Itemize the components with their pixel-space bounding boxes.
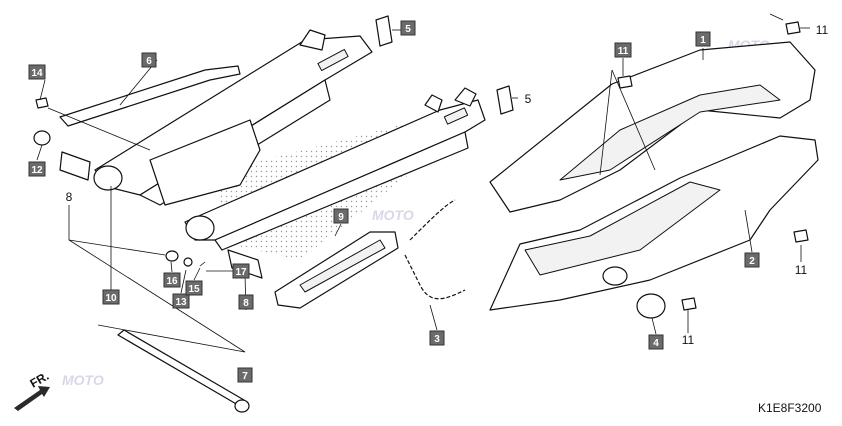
diagram-code: K1E8F3200: [758, 401, 822, 415]
clip-lower: [496, 85, 514, 115]
callout-number: 11: [682, 333, 695, 347]
callout-16: 16: [163, 272, 181, 288]
callout-box: [185, 280, 203, 296]
callout-1: 1: [695, 31, 711, 47]
callout-7: 7: [237, 367, 253, 383]
callout-5: 5: [525, 92, 532, 106]
pin: [199, 261, 206, 267]
callout-number: 8: [66, 190, 73, 204]
callout-number: 11: [816, 23, 829, 37]
callout-box: [232, 263, 250, 279]
swingarm: [93, 29, 486, 251]
callout-number: 3: [434, 334, 440, 345]
callout-box: [28, 161, 46, 177]
callout-number: 11: [795, 263, 808, 277]
callout-13: 13: [172, 293, 190, 309]
callout-11: 11: [614, 42, 632, 58]
callout-box: [429, 330, 445, 346]
callout-number: 5: [525, 92, 532, 106]
callout-box: [237, 367, 253, 383]
callout-number: 11: [618, 46, 629, 57]
callout-6: 6: [141, 52, 157, 68]
callout-number: 6: [146, 56, 152, 67]
callout-9: 9: [333, 208, 349, 224]
callout-box: [172, 293, 190, 309]
callout-8: 8: [238, 294, 254, 310]
callout-number: 8: [243, 298, 249, 309]
callout-11: 11: [816, 23, 829, 37]
callout-8: 8: [66, 190, 73, 204]
watermark-text: MOTO: [62, 372, 104, 388]
drive-chain: [404, 199, 466, 300]
callout-box: [614, 42, 632, 58]
plug-cap: [636, 293, 666, 319]
callout-15: 15: [185, 280, 203, 296]
callout-box: [28, 64, 46, 80]
callout-number: 13: [175, 297, 187, 308]
callout-box: [102, 289, 120, 305]
callout-box: [141, 52, 157, 68]
callout-box: [163, 272, 181, 288]
callout-number: 10: [105, 293, 117, 304]
callout-number: 1: [700, 35, 706, 46]
callout-17: 17: [232, 263, 250, 279]
brace-stay: [59, 65, 241, 127]
callout-number: 17: [235, 267, 247, 278]
bolt-11: [793, 229, 809, 243]
callout-number: 4: [653, 338, 659, 349]
callout-number: 2: [749, 256, 755, 267]
pivot-bolt: [117, 329, 245, 406]
bolt-11: [785, 21, 801, 35]
callout-box: [744, 252, 760, 268]
bolt-14: [35, 97, 49, 109]
callout-number: 12: [31, 165, 43, 176]
callout-box: [238, 294, 254, 310]
nut: [183, 257, 193, 267]
callout-box: [400, 20, 416, 36]
pivot-bushing: [59, 151, 91, 181]
callout-number: 15: [188, 284, 200, 295]
callout-14: 14: [28, 64, 46, 80]
callout-box: [333, 208, 349, 224]
callout-2: 2: [744, 252, 760, 268]
bolt-11: [617, 75, 633, 89]
callout-box: [648, 334, 664, 350]
callout-box: [695, 31, 711, 47]
callout-3: 3: [429, 330, 445, 346]
callout-12: 12: [28, 161, 46, 177]
callout-number: 9: [338, 212, 344, 223]
front-arrow-icon: [14, 386, 50, 411]
washer: [165, 250, 179, 262]
callout-4: 4: [648, 334, 664, 350]
callout-5: 5: [400, 20, 416, 36]
callout-number: 7: [242, 371, 248, 382]
callout-11: 11: [795, 263, 808, 277]
callout-number: 14: [31, 68, 43, 79]
callout-11: 11: [682, 333, 695, 347]
watermark-text: MOTO: [372, 207, 414, 223]
bolt-11: [681, 297, 697, 311]
callout-number: 16: [166, 276, 178, 287]
callout-10: 10: [102, 289, 120, 305]
callout-number: 5: [405, 24, 411, 35]
collar: [33, 130, 51, 146]
clip-upper: [375, 15, 393, 47]
